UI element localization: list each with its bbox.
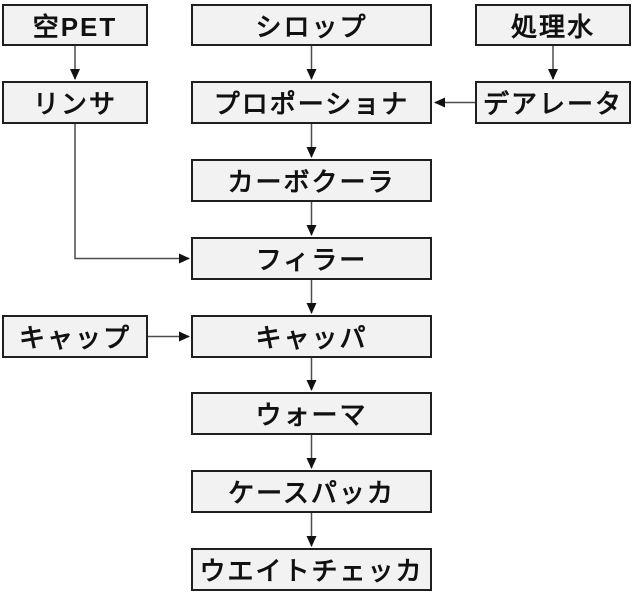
node-case-packer: ケースパッカ — [191, 470, 432, 513]
node-deaerator: デアレータ — [475, 81, 631, 124]
node-rinser: リンサ — [2, 81, 148, 124]
edge-rinser-to-filler — [74, 124, 190, 264]
node-proportioner: プロポーショナ — [191, 81, 432, 124]
node-weight-checker: ウエイトチェッカ — [191, 548, 432, 591]
node-empty-pet: 空PET — [2, 4, 148, 46]
node-cap: キャップ — [2, 315, 148, 358]
node-treated-water: 処理水 — [475, 4, 631, 46]
node-syrup: シロップ — [191, 4, 432, 46]
node-warmer: ウォーマ — [191, 392, 432, 435]
node-filler: フィラー — [191, 237, 432, 280]
node-carbo-cooler: カーボクーラ — [191, 159, 432, 202]
node-capper: キャッパ — [191, 315, 432, 358]
